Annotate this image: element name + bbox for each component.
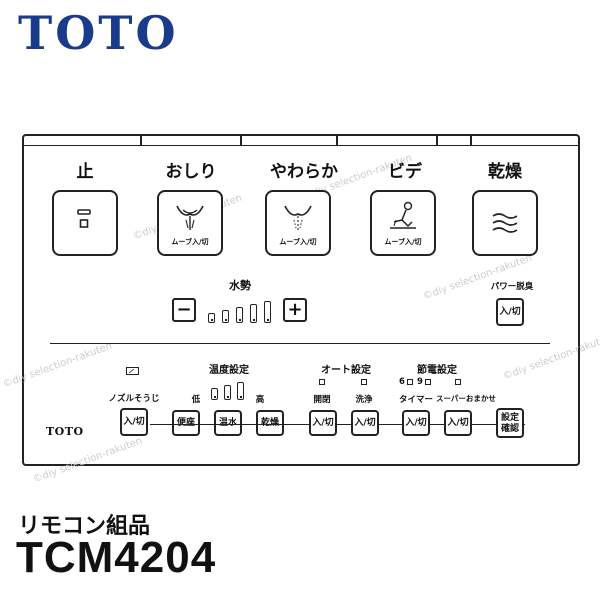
water-pressure-level-5 — [264, 301, 271, 323]
bidet-label: ビデ — [388, 162, 422, 182]
top-notch — [336, 134, 338, 146]
nozzle-clean-label: ノズルそうじ — [108, 394, 160, 404]
bidet-icon — [390, 201, 416, 229]
stop-button[interactable] — [52, 190, 118, 256]
water-temperature-button[interactable]: 温水 — [214, 410, 242, 436]
top-notch — [240, 134, 242, 146]
remote-logo: TOTO — [46, 425, 84, 438]
soft-wash-icon — [284, 205, 312, 230]
rear-wash-icon — [176, 205, 204, 230]
move-toggle-label: ムーブ入/切 — [279, 238, 317, 246]
temperature-level-1 — [211, 388, 218, 400]
super-auto-label: スーパーおまかせ — [436, 394, 496, 403]
auto-flush-label: 洗浄 — [355, 395, 373, 405]
nozzle-clean-button[interactable]: 入/切 — [120, 408, 148, 436]
settings-confirm-label-1: 設定 — [500, 413, 519, 423]
water-pressure-plus-button[interactable]: + — [283, 298, 307, 322]
dryer-icon — [492, 213, 518, 233]
water-pressure-level-1 — [208, 313, 215, 323]
model-number: TCM4204 — [16, 533, 217, 582]
brand-logo: TOTO — [18, 6, 179, 60]
auto-open-close-indicator — [319, 379, 325, 385]
water-pressure-minus-button[interactable]: − — [172, 298, 196, 322]
water-pressure-level-2 — [222, 310, 229, 323]
move-toggle-label: ムーブ入/切 — [171, 238, 209, 246]
panel-divider — [50, 343, 550, 344]
auto-open-close-label: 開閉 — [313, 395, 331, 405]
settings-confirm-label-2: 確認 — [500, 424, 519, 434]
timer-9h-indicator — [425, 379, 431, 385]
auto-open-close-button[interactable]: 入/切 — [309, 410, 337, 436]
stop-icon — [77, 209, 91, 228]
power-deodorize-button[interactable]: 入/切 — [496, 298, 524, 326]
settings-confirm-button[interactable]: 設定 確認 — [496, 408, 524, 438]
seat-temperature-button[interactable]: 便座 — [172, 410, 200, 436]
power-deodorize-label: パワー脱臭 — [490, 282, 534, 292]
top-notch — [140, 134, 142, 146]
temperature-high-label: 高 — [255, 395, 265, 405]
soft-wash-button[interactable]: ムーブ入/切 — [265, 190, 331, 256]
water-pressure-level-4 — [250, 304, 257, 323]
super-auto-indicator — [455, 379, 461, 385]
super-auto-button[interactable]: 入/切 — [444, 410, 472, 436]
settings-link-line — [150, 424, 525, 425]
temperature-level-3 — [237, 382, 244, 400]
move-toggle-label: ムーブ入/切 — [384, 238, 422, 246]
timer-6h-label: 6 — [399, 377, 405, 387]
power-save-settings-label: 節電設定 — [417, 365, 457, 376]
bidet-button[interactable]: ムーブ入/切 — [370, 190, 436, 256]
top-notch — [470, 134, 472, 146]
top-notch — [436, 134, 438, 146]
temperature-level-2 — [224, 385, 231, 400]
water-pressure-level-3 — [236, 307, 243, 323]
temperature-low-label: 低 — [191, 395, 201, 405]
product-name: リモコン組品 — [18, 514, 151, 539]
timer-button[interactable]: 入/切 — [402, 410, 430, 436]
dryer-temperature-button[interactable]: 乾燥 — [256, 410, 284, 436]
timer-6h-indicator — [407, 379, 413, 385]
auto-settings-label: オート設定 — [321, 365, 371, 376]
timer-label: タイマー — [398, 395, 433, 405]
auto-flush-button[interactable]: 入/切 — [351, 410, 379, 436]
rear-wash-button[interactable]: ムーブ入/切 — [157, 190, 223, 256]
rear-wash-label: おしり — [165, 162, 217, 182]
auto-flush-indicator — [361, 379, 367, 385]
remote-top-edge — [22, 134, 580, 146]
soft-wash-label: やわらか — [270, 162, 338, 182]
dryer-button[interactable] — [472, 190, 538, 256]
stop-label: 止 — [76, 162, 94, 182]
temperature-settings-label: 温度設定 — [209, 365, 249, 376]
water-pressure-label: 水勢 — [229, 279, 251, 292]
timer-9h-label: 9 — [417, 377, 423, 387]
battery-icon — [126, 360, 140, 375]
dryer-label: 乾燥 — [488, 162, 522, 182]
